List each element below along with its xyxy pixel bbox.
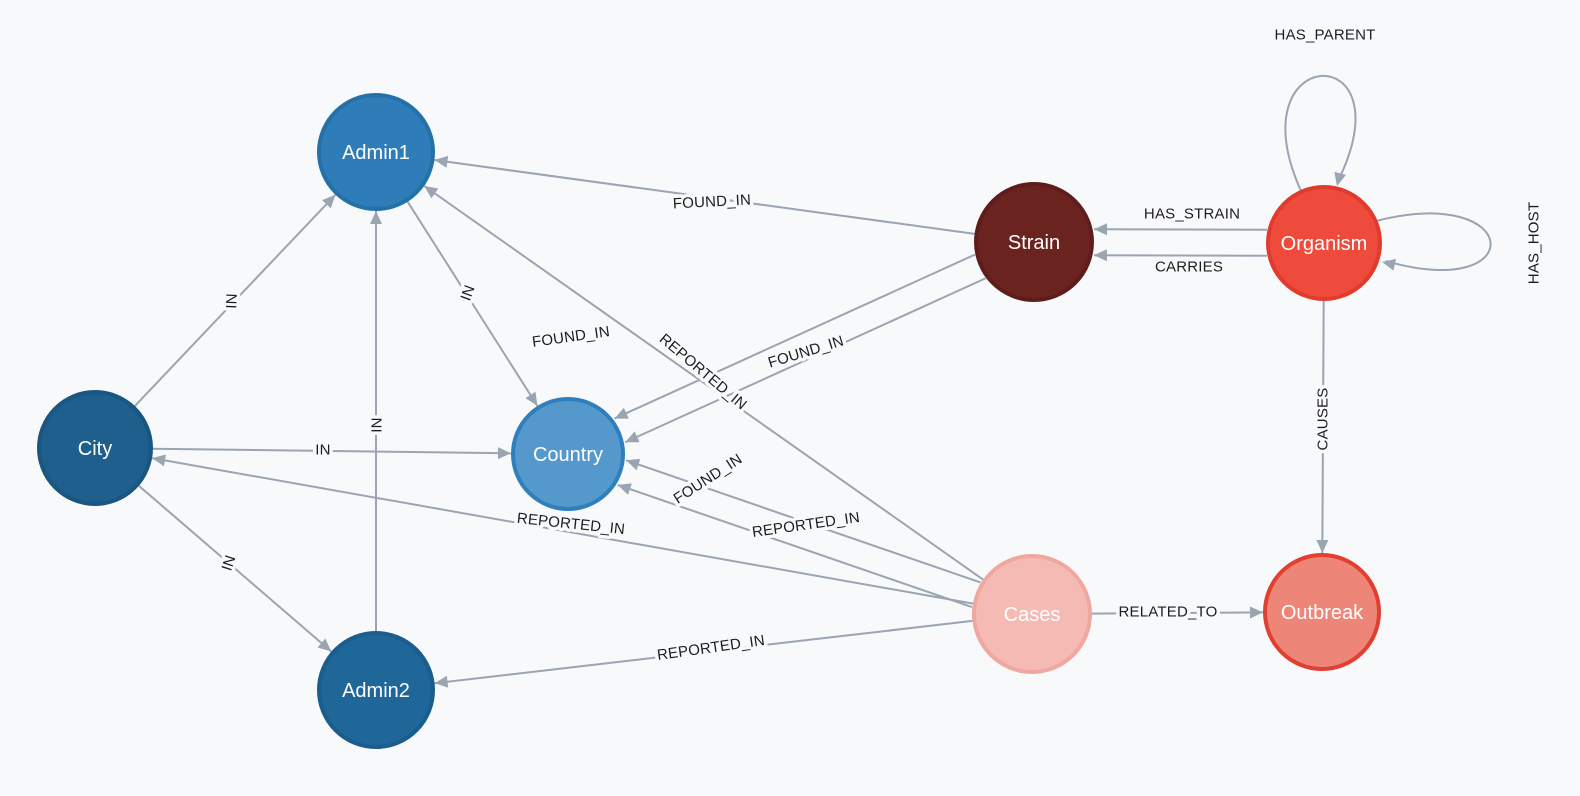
svg-text:CAUSES: CAUSES xyxy=(1315,388,1332,451)
arrowhead-strain-found-in-country-a xyxy=(625,431,640,443)
arrowhead-strain-found-in-country-b xyxy=(614,407,629,419)
node-city[interactable]: City xyxy=(37,390,153,506)
svg-text:HAS_PARENT: HAS_PARENT xyxy=(1275,27,1376,44)
node-admin1[interactable]: Admin1 xyxy=(317,93,435,211)
node-circle-cases[interactable] xyxy=(972,554,1092,674)
edge-strain-found-in-country-b[interactable] xyxy=(614,253,976,420)
svg-text:REPORTED_IN: REPORTED_IN xyxy=(656,331,750,414)
svg-text:FOUND_IN: FOUND_IN xyxy=(531,323,611,351)
svg-text:IN: IN xyxy=(315,442,330,459)
arrowhead-city-in-admin2 xyxy=(317,638,332,652)
arrowhead-organism-has-host xyxy=(1382,258,1396,271)
arrowhead-cases-reported-in-city xyxy=(152,454,166,467)
edge-cases-found-in-country[interactable] xyxy=(617,483,973,609)
arrowhead-cases-reported-in-admin1 xyxy=(424,185,439,199)
svg-text:CARRIES: CARRIES xyxy=(1155,259,1223,276)
arrowhead-cases-related-to-outbreak xyxy=(1249,606,1264,619)
svg-text:CAUSES: CAUSES xyxy=(1315,388,1332,451)
arrowhead-cases-reported-in-admin2 xyxy=(434,675,449,688)
arrowhead-city-in-country xyxy=(497,447,512,460)
edge-admin1-in-country[interactable] xyxy=(406,200,539,407)
svg-text:CARRIES: CARRIES xyxy=(1155,259,1223,276)
svg-text:IN: IN xyxy=(223,293,241,309)
edge-organism-has-host[interactable] xyxy=(1375,212,1492,272)
node-admin2[interactable]: Admin2 xyxy=(317,631,435,749)
edge-cases-reported-in-city[interactable] xyxy=(151,457,975,605)
svg-text:IN: IN xyxy=(369,417,386,432)
edge-cases-reported-in-admin1[interactable] xyxy=(423,185,985,581)
node-strain[interactable]: Strain xyxy=(974,182,1094,302)
arrowhead-cases-reported-in-country xyxy=(626,458,641,471)
arrowhead-admin1-in-country xyxy=(525,391,538,406)
edge-city-in-admin1[interactable] xyxy=(133,194,337,408)
edge-organism-causes-outbreak[interactable] xyxy=(1321,299,1325,554)
arrowhead-strain-found-in-admin1 xyxy=(434,155,449,168)
svg-text:FOUND_IN: FOUND_IN xyxy=(766,332,846,371)
node-cases[interactable]: Cases xyxy=(972,554,1092,674)
arrowhead-organism-has-strain xyxy=(1093,249,1107,262)
svg-text:RELATED_TO: RELATED_TO xyxy=(1119,604,1218,621)
svg-text:IN: IN xyxy=(315,442,330,459)
node-outbreak[interactable]: Outbreak xyxy=(1263,553,1381,671)
svg-text:HAS_STRAIN: HAS_STRAIN xyxy=(1144,206,1240,223)
arrowhead-organism-carries xyxy=(1094,223,1108,236)
arrowhead-organism-causes-outbreak xyxy=(1316,539,1329,554)
svg-text:RELATED_TO: RELATED_TO xyxy=(1119,604,1218,621)
edge-cases-reported-in-country[interactable] xyxy=(625,459,981,584)
edge-organism-has-strain[interactable] xyxy=(1093,254,1267,257)
node-circle-organism[interactable] xyxy=(1266,185,1382,301)
node-circle-admin2[interactable] xyxy=(317,631,435,749)
svg-text:HAS_PARENT: HAS_PARENT xyxy=(1275,27,1376,44)
svg-text:IN: IN xyxy=(223,293,241,309)
edge-strain-found-in-country-a[interactable] xyxy=(624,277,987,444)
svg-text:HAS_HOST: HAS_HOST xyxy=(1526,202,1543,284)
node-circle-strain[interactable] xyxy=(974,182,1094,302)
edge-city-in-country[interactable] xyxy=(151,447,512,455)
node-organism[interactable]: Organism xyxy=(1266,185,1382,301)
svg-text:IN: IN xyxy=(457,283,478,303)
svg-text:REPORTED_IN: REPORTED_IN xyxy=(516,510,626,538)
edge-city-in-admin2[interactable] xyxy=(137,484,332,653)
svg-text:IN: IN xyxy=(219,553,240,573)
edge-cases-related-to-outbreak[interactable] xyxy=(1090,611,1264,615)
svg-text:HAS_HOST: HAS_HOST xyxy=(1526,202,1543,284)
arrowhead-organism-has-parent xyxy=(1334,171,1346,186)
arrowhead-cases-found-in-country xyxy=(617,483,632,495)
node-circle-country[interactable] xyxy=(511,397,625,511)
node-circle-outbreak[interactable] xyxy=(1263,553,1381,671)
svg-text:FOUND_IN: FOUND_IN xyxy=(672,191,751,212)
svg-text:REPORTED_IN: REPORTED_IN xyxy=(656,632,766,664)
svg-text:IN: IN xyxy=(369,417,386,432)
svg-text:HAS_STRAIN: HAS_STRAIN xyxy=(1144,206,1240,223)
node-country[interactable]: Country xyxy=(511,397,625,511)
edges-layer xyxy=(133,74,1492,688)
arrowhead-city-in-admin1 xyxy=(322,194,336,209)
node-circle-admin1[interactable] xyxy=(317,93,435,211)
edge-strain-found-in-admin1[interactable] xyxy=(434,159,976,235)
arrowhead-admin2-in-admin1 xyxy=(370,211,382,224)
edge-organism-carries[interactable] xyxy=(1094,228,1268,231)
edge-cases-reported-in-admin2[interactable] xyxy=(434,619,974,685)
edge-organism-has-parent[interactable] xyxy=(1284,74,1357,194)
node-circle-city[interactable] xyxy=(37,390,153,506)
